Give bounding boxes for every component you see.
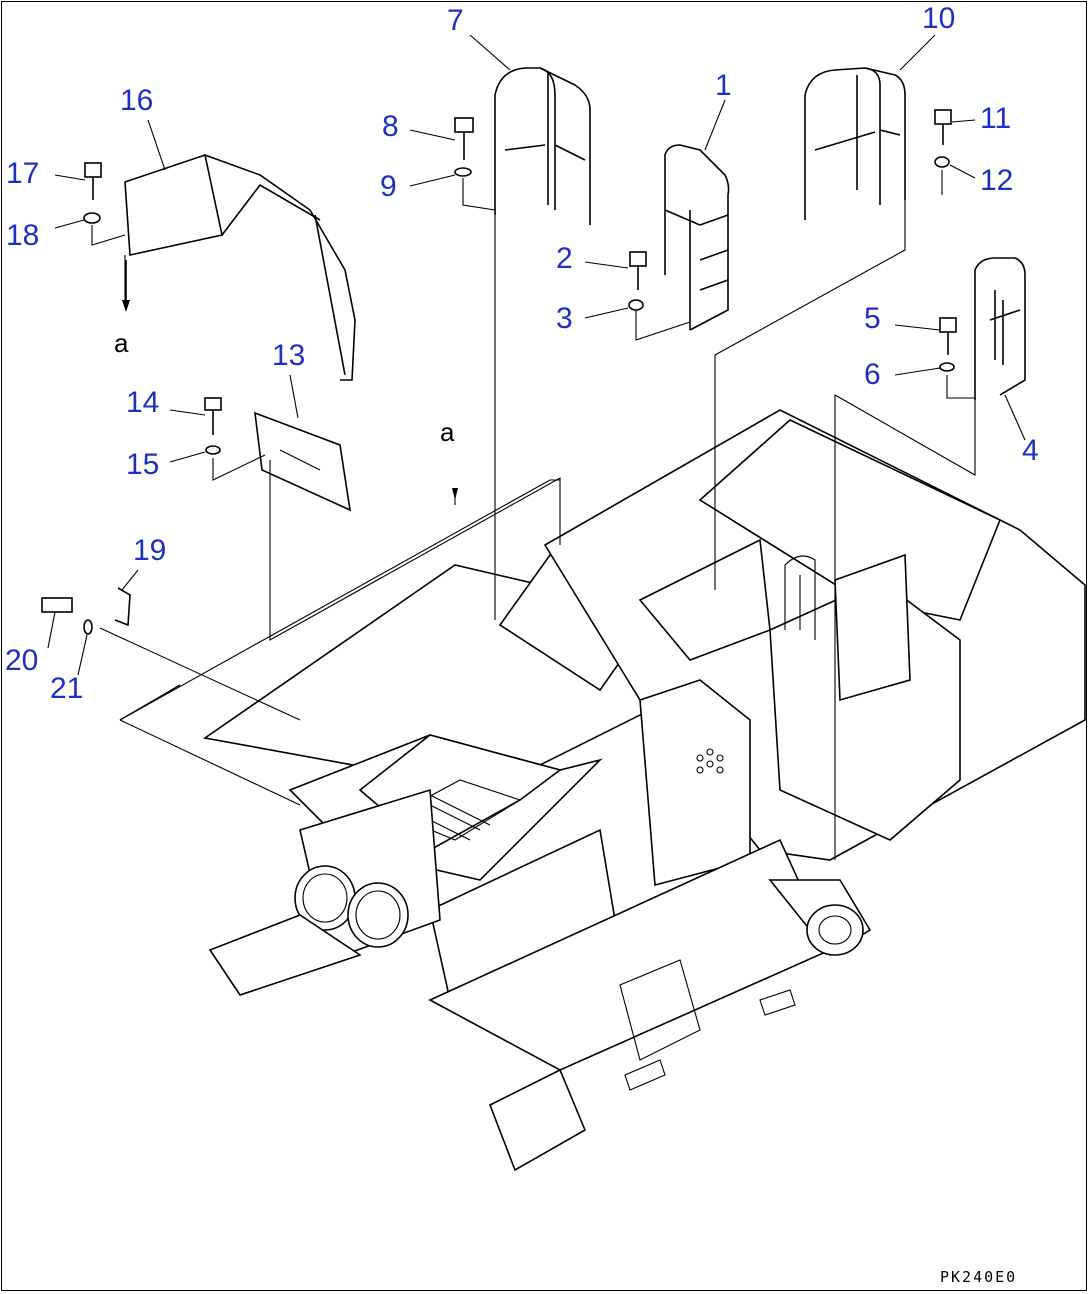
label-11: 11 <box>980 102 1011 135</box>
label-10: 10 <box>922 2 955 35</box>
label-18: 18 <box>6 219 39 252</box>
part-number-labels: 1 2 3 4 5 6 7 8 9 10 11 12 13 14 15 16 1… <box>5 2 1039 705</box>
label-12: 12 <box>980 164 1013 197</box>
label-17: 17 <box>6 157 39 190</box>
installation-lines <box>91 170 976 860</box>
idler-wheel <box>806 904 864 956</box>
handrail-7 <box>494 67 591 225</box>
label-19: 19 <box>133 534 166 567</box>
label-2: 2 <box>556 242 573 275</box>
label-5: 5 <box>864 302 881 335</box>
plate-13 <box>254 411 352 512</box>
reference-arrow-a <box>122 260 458 500</box>
label-6: 6 <box>864 358 881 391</box>
handrail-1 <box>664 144 730 331</box>
label-3: 3 <box>556 302 573 335</box>
label-16: 16 <box>120 84 153 117</box>
label-20: 20 <box>5 644 38 677</box>
label-9: 9 <box>380 170 397 203</box>
fasteners <box>41 109 957 635</box>
label-8: 8 <box>382 110 399 143</box>
guard-16 <box>124 153 356 381</box>
label-7: 7 <box>447 4 464 37</box>
reference-letter-a-center: a <box>440 417 455 447</box>
track-frame-left <box>208 914 362 996</box>
handrail-10 <box>804 67 906 220</box>
handrail-4 <box>974 257 1026 400</box>
label-1: 1 <box>715 69 732 102</box>
side-panel <box>639 679 751 887</box>
label-13: 13 <box>272 339 305 372</box>
label-4: 4 <box>1022 434 1039 467</box>
leader-lines <box>47 34 1026 676</box>
machine-body <box>119 409 1086 1172</box>
track-frame-front <box>488 1068 587 1172</box>
reference-letter-a-left: a <box>114 328 129 358</box>
label-14: 14 <box>126 386 159 419</box>
drawing-code: PK240E0 <box>940 1268 1017 1286</box>
drum-end-right <box>347 882 409 948</box>
label-15: 15 <box>126 448 159 481</box>
label-21: 21 <box>50 672 83 705</box>
